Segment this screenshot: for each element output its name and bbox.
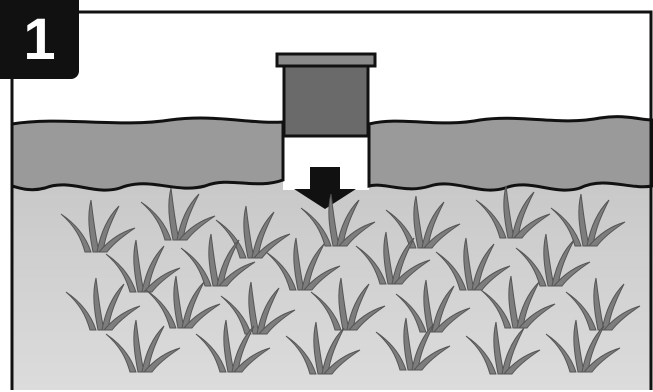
step-badge: 1 xyxy=(0,0,79,79)
grass-tuft-icon xyxy=(265,237,341,291)
arrow-down-icon xyxy=(294,167,356,209)
grass-tuft-icon xyxy=(300,193,376,247)
sod-plug-tool-icon xyxy=(275,52,377,138)
grass-tuft-icon xyxy=(475,185,551,239)
grass-tuft-icon xyxy=(385,195,461,249)
grass-tuft-icon xyxy=(195,319,271,373)
grass-tuft-icon xyxy=(105,319,181,373)
grass-tuft-icon xyxy=(140,187,216,241)
grass-tuft-icon xyxy=(565,277,641,331)
grass-tuft-icon xyxy=(465,321,541,375)
sod-layer-left xyxy=(10,116,285,192)
grass-tuft-icon xyxy=(285,321,361,375)
grass-tuft-icon xyxy=(65,277,141,331)
grass-tuft-icon xyxy=(395,279,471,333)
grass-tuft-icon xyxy=(310,277,386,331)
frame-border xyxy=(10,10,653,390)
sod-layer-right xyxy=(367,115,653,192)
grass-tuft-icon xyxy=(180,233,256,287)
grass-tuft-icon xyxy=(145,275,221,329)
grass-tuft-icon xyxy=(515,233,591,287)
grass-field xyxy=(60,185,641,375)
grass-tuft-icon xyxy=(215,205,291,259)
grass-tuft-icon xyxy=(550,193,626,247)
grass-tuft-icon xyxy=(220,281,296,335)
grass-tuft-icon xyxy=(480,275,556,329)
grass-tuft-icon xyxy=(545,319,621,373)
grass-tuft-icon xyxy=(375,317,451,371)
grass-tuft-icon xyxy=(435,237,511,291)
device-body xyxy=(282,62,370,138)
step-number: 1 xyxy=(23,6,56,72)
device-cap xyxy=(275,52,377,68)
grass-tuft-icon xyxy=(105,239,181,293)
grass-tuft-icon xyxy=(60,199,136,253)
grass-tuft-icon xyxy=(355,231,431,285)
